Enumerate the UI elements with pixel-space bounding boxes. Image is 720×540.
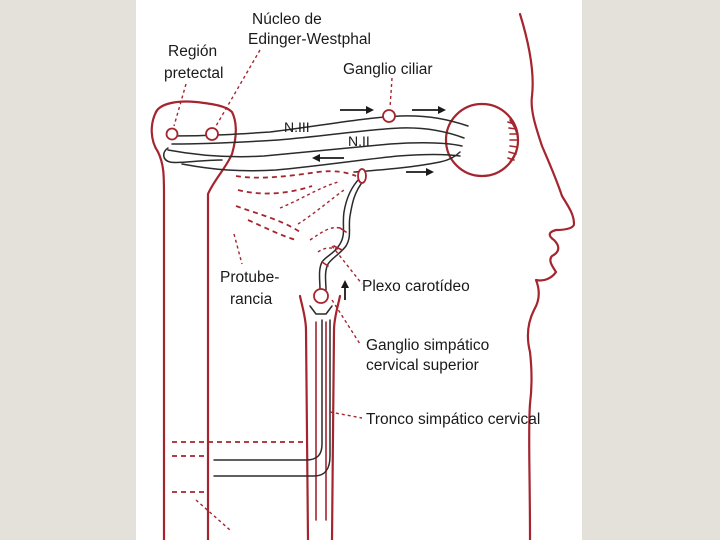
pretectal-nucleus-node	[165, 127, 179, 141]
label-nerve-iii: N.III	[284, 119, 310, 135]
label-scg-line1: Ganglio simpático	[366, 337, 489, 354]
label-superior-cervical-ganglion: Ganglio simpático cervical superior	[366, 337, 494, 374]
arrow-ciliary-right	[412, 106, 446, 114]
preganglionic-fiber-bottom	[213, 319, 331, 477]
pons-dash-1	[235, 170, 357, 179]
sympathetic-column-left	[298, 294, 310, 540]
label-nerve-ii: N.II	[348, 133, 370, 149]
pons-dot-4	[317, 247, 343, 253]
pons-dot-3	[309, 226, 341, 241]
eyeball	[444, 102, 520, 178]
leader-pons	[233, 233, 243, 265]
leader-edinger-westphal	[215, 49, 261, 127]
arrow-sympathetic-right	[406, 168, 434, 176]
sympathetic-column-right	[330, 294, 342, 540]
pretectal-loop	[163, 147, 223, 164]
arrow-n2-left	[312, 154, 344, 162]
optic-nerve-lower	[181, 153, 461, 172]
superior-cervical-ganglion-node	[313, 288, 329, 304]
label-pretectal-line1: Región	[168, 43, 217, 60]
pons-dash-4	[247, 219, 297, 241]
leader-ganglion	[331, 299, 361, 345]
label-ew-line2: Edinger-Westphal	[248, 31, 371, 48]
label-pretectal-line2: pretectal	[164, 65, 223, 82]
lower-dash-diag	[195, 499, 231, 531]
pons-dash-3	[235, 205, 301, 233]
label-edinger-westphal: Núcleo de Edinger-Westphal	[248, 11, 371, 48]
label-pons-line1: Protube-	[220, 269, 279, 286]
arrow-n3-right	[340, 106, 374, 114]
brainstem-outline	[154, 100, 237, 540]
brainstem-left-edge	[150, 110, 166, 540]
arrow-trunk-up	[341, 280, 349, 300]
pons-dot-2	[297, 189, 345, 225]
ganglion-v-mark	[309, 305, 333, 315]
pons-dash-2	[237, 185, 313, 195]
sympathetic-eye-node	[357, 168, 367, 184]
iris-lens	[509, 119, 519, 163]
diagram-paper	[136, 0, 582, 540]
carotid-plexus-mark	[321, 227, 347, 267]
leader-trunk	[329, 411, 363, 419]
label-pretectal: Región pretectal	[164, 43, 223, 82]
oculomotor-nerve-upper	[169, 115, 469, 137]
sympathetic-ascending	[318, 177, 361, 291]
label-carotid-plexus: Plexo carotídeo	[362, 278, 470, 295]
pons-dot-1	[279, 181, 339, 209]
label-ciliary-ganglion: Ganglio ciliar	[343, 61, 433, 78]
label-cervical-sympathetic-trunk: Tronco simpático cervical	[366, 411, 540, 428]
sympathetic-to-eye	[353, 151, 461, 173]
preganglionic-fiber-top	[213, 319, 323, 461]
pupil-hatch	[507, 121, 519, 161]
oculomotor-nerve-lower	[171, 127, 465, 145]
face-profile	[518, 12, 576, 540]
leader-ciliary	[389, 77, 393, 109]
label-pons-line2: rancia	[230, 291, 273, 308]
optic-nerve-upper	[167, 141, 463, 158]
leader-carotid	[331, 245, 363, 285]
label-pons: Protube- rancia	[220, 269, 284, 308]
leader-pretectal	[173, 83, 187, 127]
ciliary-ganglion-node	[382, 109, 396, 123]
edinger-westphal-node	[205, 127, 219, 141]
label-ew-line1: Núcleo de	[252, 11, 322, 28]
sympathetic-ascending-2	[324, 179, 365, 291]
label-scg-line2: cervical superior	[366, 357, 479, 374]
